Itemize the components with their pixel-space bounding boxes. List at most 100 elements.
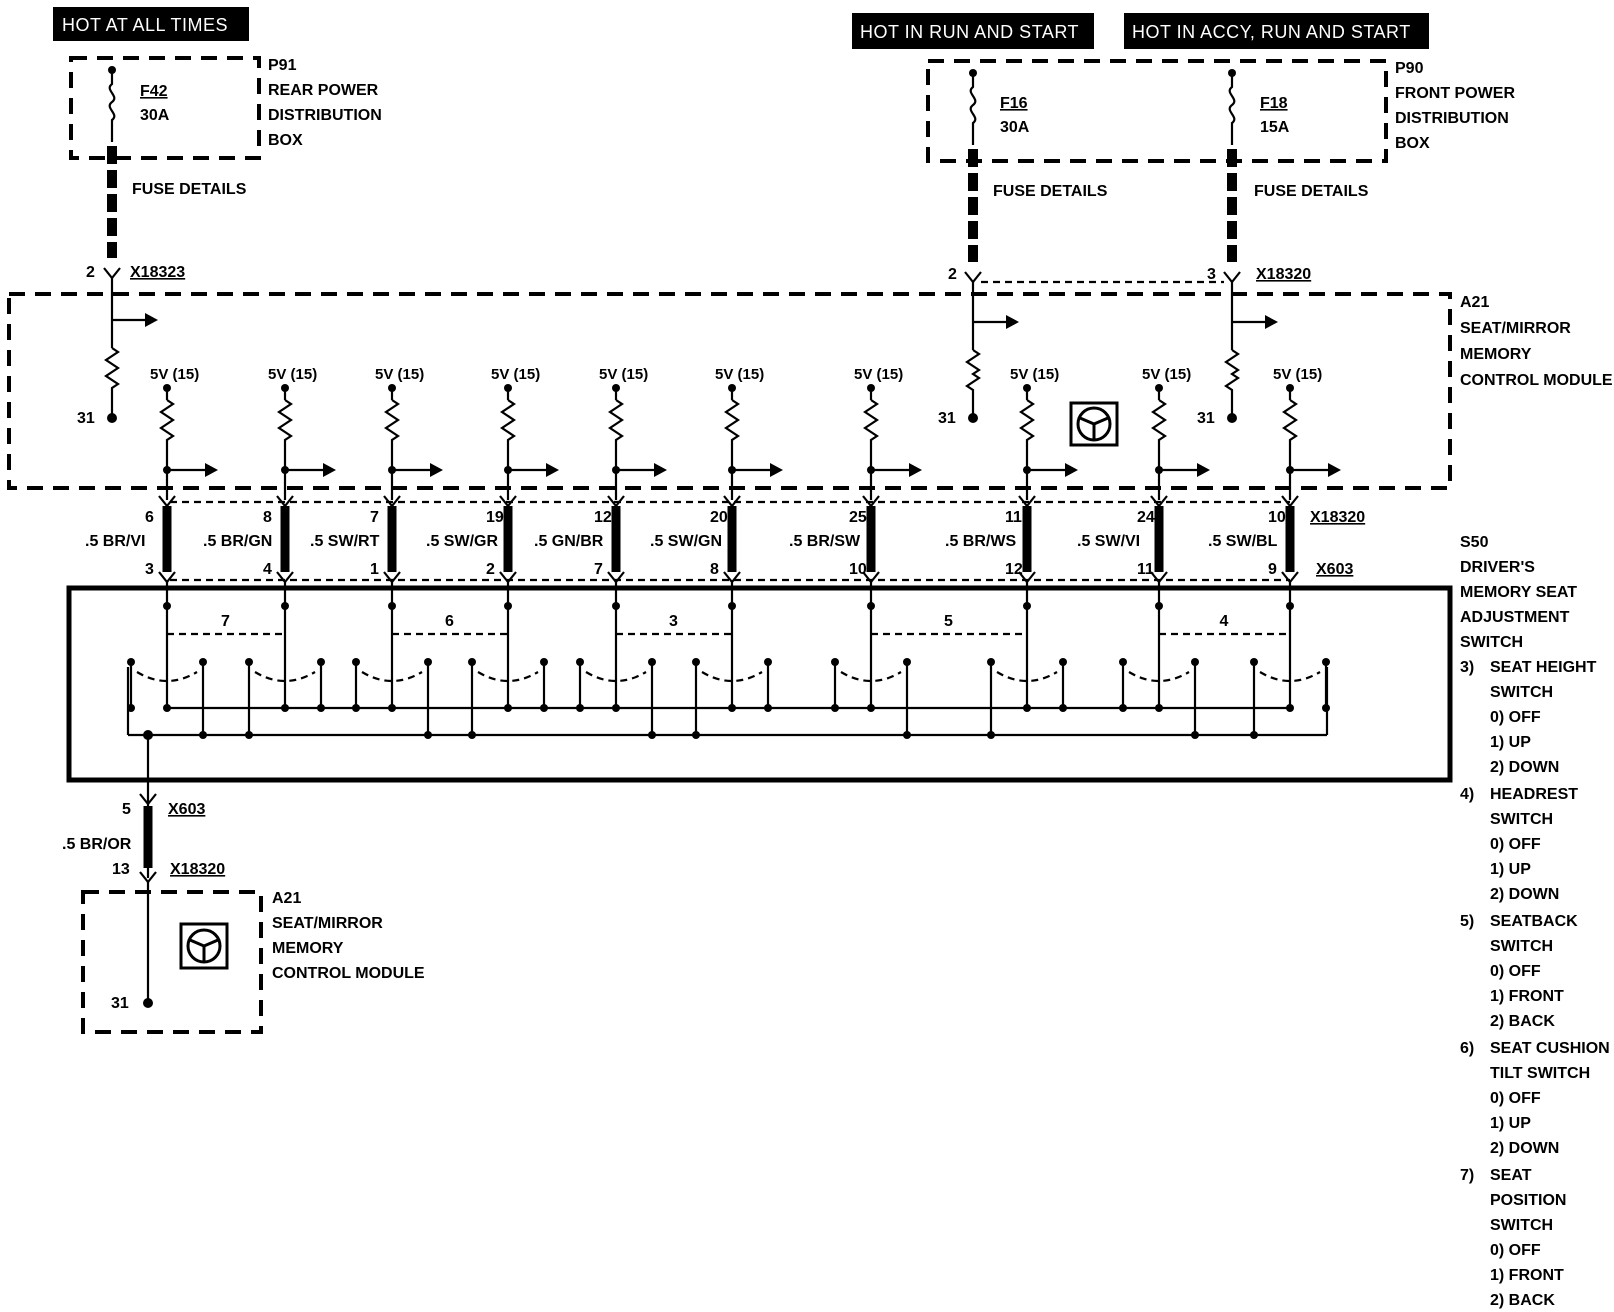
legend-line-2-4: 1) UP — [1490, 861, 1531, 878]
legend-line-4-1: SEAT CUSHION — [1490, 1040, 1610, 1057]
wire-pin-top-10: 10 — [1268, 509, 1286, 526]
harness-wire-6: 20.5 SW/GN8 — [650, 495, 741, 584]
legend-line-1-3: 0) OFF — [1490, 709, 1541, 726]
switch-group-number-3: 3 — [669, 613, 678, 630]
x18323-pin: 2 — [86, 264, 95, 281]
wire-pin-bottom-6: 8 — [710, 561, 719, 578]
header-hot-in-accy-text: HOT IN ACCY, RUN AND START — [1132, 22, 1411, 42]
a21-bottom-line-2: MEMORY — [272, 940, 344, 957]
pullup-input-2: 5V (15) — [268, 366, 336, 500]
ground-31-3: 31 — [1197, 410, 1215, 427]
ground-31-bottom: 31 — [111, 995, 129, 1012]
supply-5v-15-2: 5V (15) — [268, 366, 317, 383]
wire-pin-top-1: 6 — [145, 509, 154, 526]
a21-line-1: SEAT/MIRROR — [1460, 320, 1571, 337]
x18320-pin-2: 2 — [948, 266, 957, 283]
a21-bottom-line-1: SEAT/MIRROR — [272, 915, 383, 932]
wire-pin-top-6: 20 — [710, 509, 728, 526]
s50-id: S50 — [1460, 534, 1489, 551]
legend-line-3-5: 2) BACK — [1490, 1013, 1555, 1030]
wire-color-2: .5 BR/GN — [203, 533, 272, 550]
fuse-f42-symbol — [108, 70, 116, 142]
pullup-input-1: 5V (15) — [150, 366, 218, 500]
a21-input-x18323-2: 31 — [77, 278, 158, 427]
supply-5v-15-10: 5V (15) — [1273, 366, 1322, 383]
x603-switch-side-label: X603 — [1316, 561, 1353, 578]
pullup-input-5: 5V (15) — [599, 366, 667, 500]
wire-pin-bottom-1: 3 — [145, 561, 154, 578]
p91-id: P91 — [268, 57, 297, 74]
fuse-f42-name: F42 — [140, 83, 168, 100]
fuse-f18-symbol — [1228, 73, 1236, 145]
switch-group-1: 7 — [127, 582, 325, 739]
module-symbol-icon — [1069, 401, 1119, 447]
a21-line-2: MEMORY — [1460, 346, 1532, 363]
p90-fuse-details-1: FUSE DETAILS — [993, 183, 1108, 200]
wire-color-7: .5 BR/SW — [789, 533, 861, 550]
legend-line-1-2: SWITCH — [1490, 684, 1553, 701]
legend-line-5-4: 0) OFF — [1490, 1242, 1541, 1259]
supply-5v-15-3: 5V (15) — [375, 366, 424, 383]
pullup-input-6: 5V (15) — [715, 366, 783, 500]
wire-pin-top-7: 25 — [849, 509, 867, 526]
wire-pin-bottom-5: 7 — [594, 561, 603, 578]
a21-line-3: CONTROL MODULE — [1460, 372, 1613, 389]
legend-line-1-1: SEAT HEIGHT — [1490, 659, 1597, 676]
p90-id: P90 — [1395, 60, 1424, 77]
supply-5v-15-8: 5V (15) — [1010, 366, 1059, 383]
harness-wire-3: 7.5 SW/RT1 — [310, 495, 401, 584]
legend-line-5-5: 1) FRONT — [1490, 1267, 1564, 1284]
p90-front-power-distribution-box: F16 30A F18 15A P90 FRONT POWER DISTRIBU… — [926, 59, 1515, 284]
legend-line-2-2: SWITCH — [1490, 811, 1553, 828]
header-hot-in-accy: HOT IN ACCY, RUN AND START — [1124, 13, 1429, 49]
legend-num-4: 6) — [1460, 1040, 1474, 1057]
wire-color-3: .5 SW/RT — [310, 533, 380, 550]
wire-pin-top-9: 24 — [1137, 509, 1155, 526]
legend-num-2: 4) — [1460, 786, 1474, 803]
fuse-f16-rating: 30A — [1000, 119, 1030, 136]
legend-num-3: 5) — [1460, 913, 1474, 930]
header-hot-in-run-start-text: HOT IN RUN AND START — [860, 22, 1079, 42]
legend-line-5-3: SWITCH — [1490, 1217, 1553, 1234]
header-hot-at-all-times-text: HOT AT ALL TIMES — [62, 15, 228, 35]
pullup-input-7: 5V (15) — [854, 366, 922, 500]
supply-5v-15-5: 5V (15) — [599, 366, 648, 383]
supply-5v-15-1: 5V (15) — [150, 366, 199, 383]
wire-pin-bottom-2: 4 — [263, 561, 272, 578]
wire-pin-top-5: 12 — [594, 509, 612, 526]
switch-group-2: 6 — [352, 582, 548, 739]
pullup-input-4: 5V (15) — [491, 366, 559, 500]
x18320-pin-13: 13 — [112, 861, 130, 878]
s50-line-2: MEMORY SEAT — [1460, 584, 1577, 601]
header-hot-in-run-start: HOT IN RUN AND START — [852, 13, 1094, 49]
a21-id: A21 — [1460, 294, 1489, 311]
legend-line-2-3: 0) OFF — [1490, 836, 1541, 853]
wire-pin-bottom-7: 10 — [849, 561, 867, 578]
x18320-top-label: X18320 — [1256, 266, 1311, 283]
legend-line-4-5: 2) DOWN — [1490, 1140, 1559, 1157]
wire-pin-top-8: 11 — [1005, 509, 1022, 526]
supply-5v-15-9: 5V (15) — [1142, 366, 1191, 383]
legend-line-5-6: 2) BACK — [1490, 1292, 1555, 1309]
legend-line-3-2: SWITCH — [1490, 938, 1553, 955]
legend-num-5: 7) — [1460, 1167, 1474, 1184]
p90-line-1: FRONT POWER — [1395, 85, 1515, 102]
supply-5v-15-4: 5V (15) — [491, 366, 540, 383]
legend-line-3-1: SEATBACK — [1490, 913, 1578, 930]
x18320-bottom-label: X18320 — [170, 861, 225, 878]
pullup-input-9: 5V (15) — [1142, 366, 1210, 500]
supply-5v-15-6: 5V (15) — [715, 366, 764, 383]
module-symbol-bottom-icon — [179, 922, 229, 970]
p91-line-2: DISTRIBUTION — [268, 107, 382, 124]
pullup-input-10: 5V (15) — [1273, 366, 1341, 500]
wire-pin-top-3: 7 — [370, 509, 379, 526]
x18320-pin-3: 3 — [1207, 266, 1216, 283]
p90-fuse-details-2: FUSE DETAILS — [1254, 183, 1369, 200]
harness-wire-5: 12.5 GN/BR7 — [534, 495, 625, 584]
ground-31-1: 31 — [77, 410, 95, 427]
wire-pin-bottom-10: 9 — [1268, 561, 1277, 578]
bottom-connection: 5 X603 .5 BR/OR 13 X18320 31 A21 SEAT/MI… — [62, 793, 425, 1034]
